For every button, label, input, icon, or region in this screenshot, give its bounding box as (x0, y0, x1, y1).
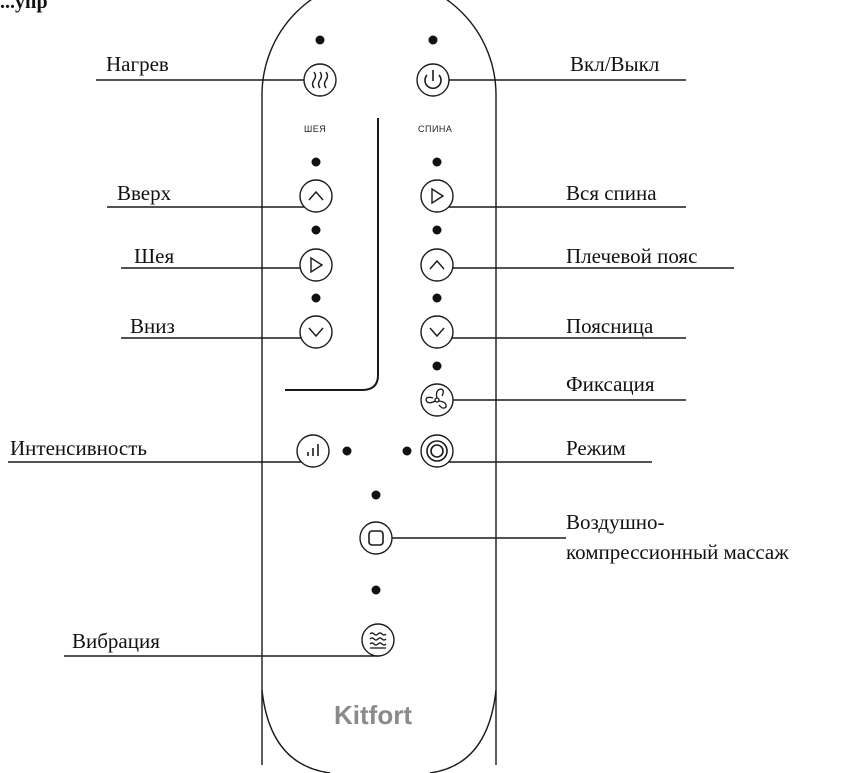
indicator-dot (432, 361, 442, 371)
indicator-dot (428, 35, 438, 45)
indicator-dot (315, 35, 325, 45)
mode-button[interactable] (420, 434, 454, 468)
indicator-dot (371, 585, 381, 595)
label-lower-back: Поясница (566, 314, 654, 338)
indicator-dot (402, 446, 412, 456)
label-shoulder: Плечевой пояс (566, 244, 698, 268)
indicator-dot (311, 225, 321, 235)
neck-down-button[interactable] (299, 315, 333, 349)
shoulder-button[interactable] (420, 248, 454, 282)
indicator-dot (432, 157, 442, 167)
vibration-waves-icon (369, 632, 387, 649)
heat-button[interactable] (303, 63, 337, 97)
label-power: Вкл/Выкл (570, 52, 660, 76)
power-button[interactable] (416, 63, 450, 97)
intensity-button[interactable] (296, 434, 330, 468)
vibration-button[interactable] (361, 623, 395, 657)
label-air-line2: компрессионный массаж (566, 540, 789, 564)
indicator-dot (371, 490, 381, 500)
label-air-line1: Воздушно- (566, 510, 665, 534)
brand-logo: Kitfort (334, 700, 412, 730)
power-icon (424, 70, 442, 90)
lower-back-button[interactable] (420, 315, 454, 349)
chevron-up-icon (429, 259, 445, 270)
label-fix: Фиксация (566, 372, 655, 396)
fix-button[interactable] (420, 383, 454, 417)
indicator-dot (311, 293, 321, 303)
zone-label-neck: ШЕЯ (304, 124, 327, 134)
concentric-circles-icon (426, 440, 448, 462)
label-heat: Нагрев (106, 52, 169, 76)
chevron-up-icon (308, 190, 324, 201)
label-up: Вверх (117, 181, 172, 205)
indicator-dot (432, 293, 442, 303)
rounded-square-icon (368, 530, 384, 546)
label-intensity: Интенсивность (10, 436, 147, 460)
label-vibration: Вибрация (72, 629, 160, 653)
play-icon (431, 187, 445, 205)
remote-outline-bottom (261, 689, 497, 773)
heat-waves-icon (311, 71, 329, 89)
neck-up-button[interactable] (299, 179, 333, 213)
zone-divider (285, 118, 379, 391)
indicator-dot (432, 225, 442, 235)
bars-icon (307, 444, 319, 456)
play-icon (310, 256, 324, 274)
indicator-dot (342, 446, 352, 456)
zone-label-back: СПИНА (418, 124, 453, 134)
full-back-button[interactable] (420, 179, 454, 213)
header-fragment: ...упр (0, 0, 48, 13)
label-full-back: Вся спина (566, 181, 657, 205)
indicator-dot (311, 157, 321, 167)
label-mode: Режим (566, 436, 626, 460)
air-compression-button[interactable] (359, 521, 393, 555)
label-down: Вниз (130, 314, 175, 338)
remote-outline (261, 0, 497, 765)
chevron-down-icon (429, 327, 445, 338)
label-neck: Шея (134, 244, 175, 268)
chevron-down-icon (308, 327, 324, 338)
fan-icon (425, 388, 447, 409)
neck-button[interactable] (299, 248, 333, 282)
